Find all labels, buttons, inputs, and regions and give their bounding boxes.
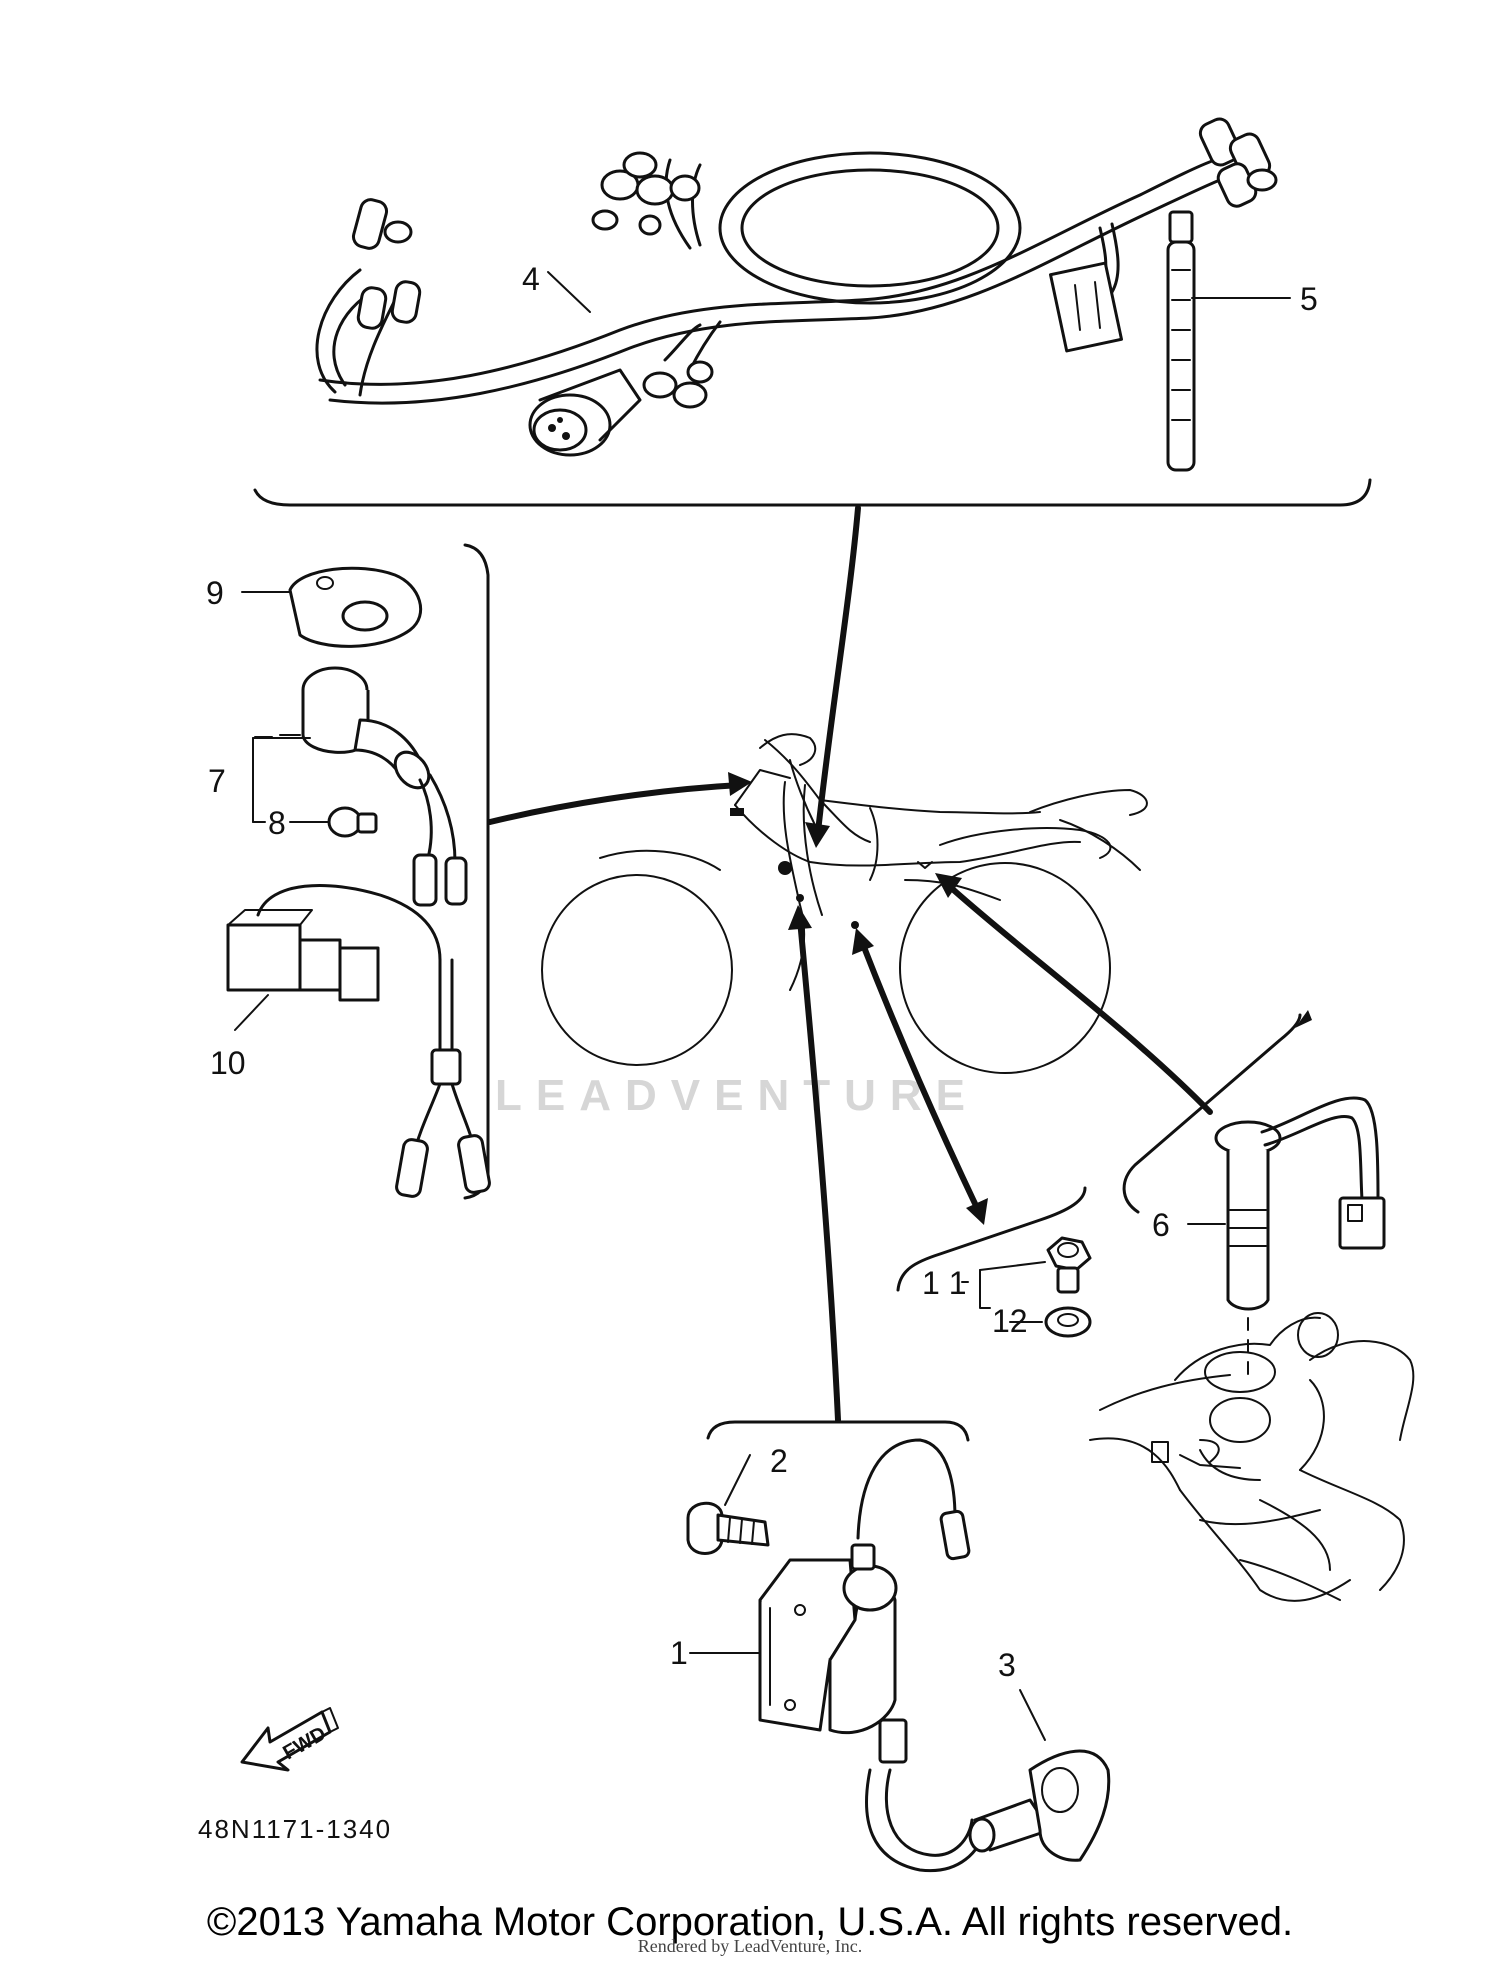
part-7-socket [301, 666, 468, 907]
callout-9: 9 [206, 575, 224, 611]
copyright-notice: ©2013 Yamaha Motor Corporation, U.S.A. A… [206, 1900, 1294, 1944]
part-9-plate [288, 566, 423, 648]
arrow-from-bolt [859, 939, 981, 1213]
callout-10: 10 [210, 1045, 246, 1081]
callout-2: 2 [770, 1443, 788, 1479]
arrow-from-sensor [945, 882, 1213, 1115]
arrow-from-harness [815, 505, 861, 835]
part-11-bolt [1046, 1236, 1092, 1294]
callout-3: 3 [998, 1647, 1016, 1683]
part-10-rectifier [226, 883, 491, 1198]
cable-tie [1166, 210, 1196, 472]
fwd-arrow: FWD [240, 1707, 339, 1772]
part-3-plug-cap [968, 1749, 1111, 1862]
callout-6: 6 [1152, 1207, 1170, 1243]
callout-7: 7 [208, 763, 226, 799]
part-2-bolt [686, 1501, 770, 1555]
part-6-sensor [1214, 1096, 1386, 1375]
bracket-bolt [896, 1186, 1087, 1292]
callout-4: 4 [522, 261, 540, 297]
rendered-by-notice: Rendered by LeadVenture, Inc. [637, 1936, 863, 1956]
bracket-top [253, 478, 1372, 507]
watermark-text: LEADVENTURE [495, 1071, 979, 1120]
callout-1: 1 [670, 1635, 688, 1671]
bracket-coil [706, 1420, 970, 1442]
leader-lines [234, 271, 1291, 1741]
arrow-to-handlebar [487, 782, 743, 825]
arrow-from-coil [797, 917, 841, 1423]
diagram-code: 48N1171-1340 [198, 1814, 392, 1844]
callout-12: 12 [992, 1303, 1028, 1339]
bracket-left [463, 543, 490, 1200]
part-8-bulb [327, 806, 378, 838]
callout-11: 1 1 [922, 1265, 966, 1301]
part-1-ignition-coil [758, 1438, 987, 1873]
part-12-washer [1044, 1306, 1092, 1338]
callout-5: 5 [1300, 281, 1318, 317]
callout-8: 8 [268, 805, 286, 841]
cylinder-head [1089, 1312, 1415, 1602]
motorcycle-outline [541, 733, 1148, 1074]
wire-harness [315, 117, 1278, 457]
bracket-sensor [1122, 1013, 1302, 1214]
